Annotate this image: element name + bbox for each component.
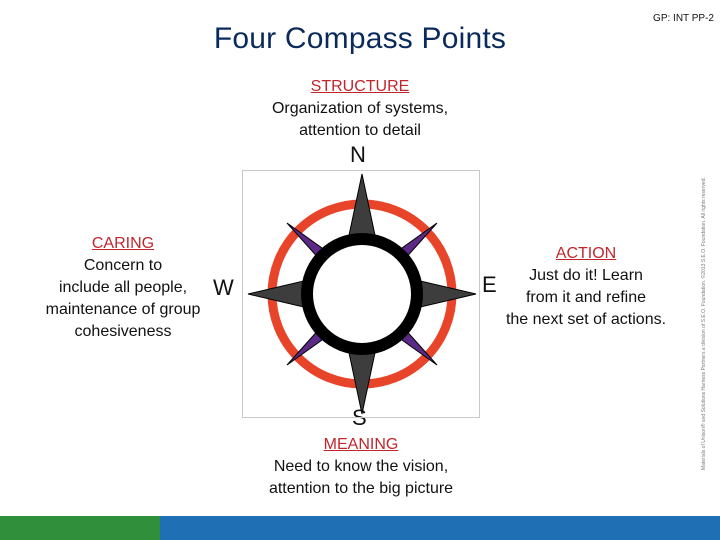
west-line-4: cohesiveness bbox=[74, 323, 172, 340]
south-line-1: Need to know the vision, bbox=[273, 458, 449, 475]
east-heading: ACTION bbox=[555, 245, 617, 262]
north-letter: N bbox=[350, 142, 366, 167]
copyright-note: Materials of Unison® and Solutions Harne… bbox=[701, 177, 707, 470]
compass-black-ring bbox=[301, 233, 423, 355]
north-text-block: STRUCTURE Organization of systems, atten… bbox=[230, 76, 490, 142]
north-heading: STRUCTURE bbox=[310, 78, 410, 95]
west-line-1: Concern to bbox=[83, 257, 163, 274]
west-letter: W bbox=[213, 275, 234, 300]
east-line-1: Just do it! Learn bbox=[529, 267, 643, 284]
west-text-block: CARING Concern to include all people, ma… bbox=[18, 233, 228, 343]
footer-blue-bar bbox=[160, 516, 720, 540]
south-text-block: MEANING Need to know the vision, attenti… bbox=[230, 434, 492, 500]
south-heading: MEANING bbox=[323, 436, 399, 453]
compass-rose-icon bbox=[242, 170, 480, 418]
east-line-3: the next set of actions. bbox=[505, 311, 667, 328]
north-line-2: attention to detail bbox=[299, 122, 421, 139]
east-letter: E bbox=[482, 272, 497, 297]
south-line-2: attention to the big picture bbox=[268, 480, 454, 497]
east-line-2: from it and refine bbox=[525, 289, 647, 306]
west-heading: CARING bbox=[91, 235, 155, 252]
page-title: Four Compass Points bbox=[213, 22, 507, 55]
footer-green-bar bbox=[0, 516, 160, 540]
slide-id: GP: INT PP-2 bbox=[653, 13, 714, 24]
east-text-block: ACTION Just do it! Learn from it and ref… bbox=[486, 243, 686, 331]
west-line-3: maintenance of group bbox=[45, 301, 201, 318]
west-line-2: include all people, bbox=[58, 279, 188, 296]
north-line-1: Organization of systems, bbox=[271, 100, 449, 117]
compass-frame bbox=[242, 170, 480, 418]
